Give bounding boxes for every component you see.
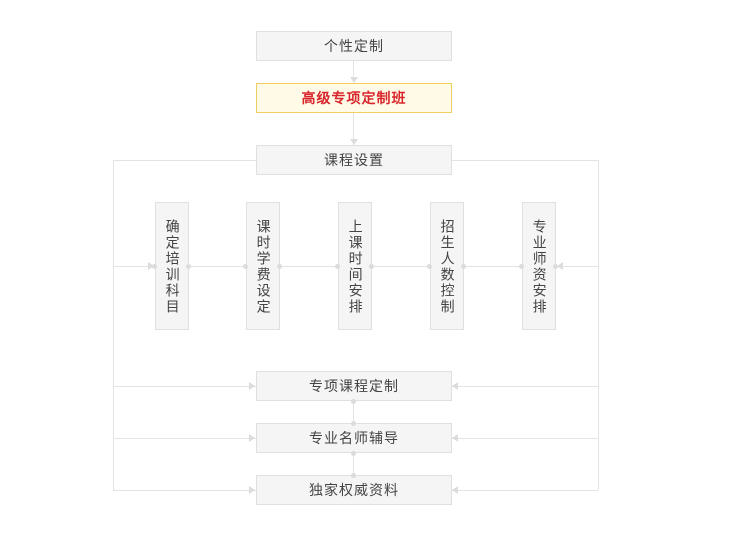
node-special-course-customization[interactable]: 专项课程定制 xyxy=(256,371,452,401)
vnode-class-hour-fee-setting[interactable]: 课时学费设定 xyxy=(246,202,280,330)
arrowhead-right-into-first-vnode xyxy=(148,262,154,270)
vnode-professional-faculty-arrangement[interactable]: 专业师资安排 xyxy=(522,202,556,330)
vnode-confirm-training-subject[interactable]: 确定培训科目 xyxy=(155,202,189,330)
connector-dot xyxy=(553,264,558,269)
arrowhead-left-row2 xyxy=(452,434,458,442)
connector-section-left-stub xyxy=(113,160,257,161)
connector-row2-left xyxy=(113,438,256,439)
arrowhead-down-section xyxy=(350,139,358,145)
arrowhead-left-into-last-vnode xyxy=(557,262,563,270)
connector-dot xyxy=(335,264,340,269)
arrowhead-left-row1 xyxy=(452,382,458,390)
node-personalized-customization[interactable]: 个性定制 xyxy=(256,31,452,61)
connector-dot xyxy=(351,473,356,478)
arrowhead-right-row1 xyxy=(249,382,255,390)
node-course-setup[interactable]: 课程设置 xyxy=(256,145,452,175)
arrowhead-down-highlight xyxy=(350,77,358,83)
connector-section-right-stub xyxy=(451,160,598,161)
connector-dot xyxy=(427,264,432,269)
arrowhead-left-row3 xyxy=(452,486,458,494)
connector-row2-to-row3 xyxy=(353,453,354,475)
vnode-class-time-arrangement[interactable]: 上课时间安排 xyxy=(338,202,372,330)
connector-right-rail xyxy=(598,160,599,490)
connector-top-to-highlight xyxy=(353,61,354,83)
connector-dot xyxy=(461,264,466,269)
connector-dot xyxy=(243,264,248,269)
connector-dot xyxy=(351,451,356,456)
connector-dot xyxy=(351,421,356,426)
connector-dot xyxy=(186,264,191,269)
connector-row3-left xyxy=(113,490,256,491)
connector-row1-left xyxy=(113,386,256,387)
connector-row1-right xyxy=(452,386,598,387)
connector-left-rail xyxy=(113,160,114,490)
connector-row1-to-row2 xyxy=(353,401,354,423)
connector-dot xyxy=(152,264,157,269)
node-exclusive-authoritative-materials[interactable]: 独家权威资料 xyxy=(256,475,452,505)
connector-dot xyxy=(351,399,356,404)
connector-dot xyxy=(519,264,524,269)
connector-highlight-to-section xyxy=(353,113,354,145)
connector-dot xyxy=(277,264,282,269)
arrowhead-right-row2 xyxy=(249,434,255,442)
connector-row2-right xyxy=(452,438,598,439)
connector-row3-right xyxy=(452,490,598,491)
connector-dot xyxy=(369,264,374,269)
arrowhead-right-row3 xyxy=(249,486,255,494)
vnode-enrollment-headcount-control[interactable]: 招生人数控制 xyxy=(430,202,464,330)
node-professional-teacher-tutoring[interactable]: 专业名师辅导 xyxy=(256,423,452,453)
node-advanced-special-class[interactable]: 高级专项定制班 xyxy=(256,83,452,113)
